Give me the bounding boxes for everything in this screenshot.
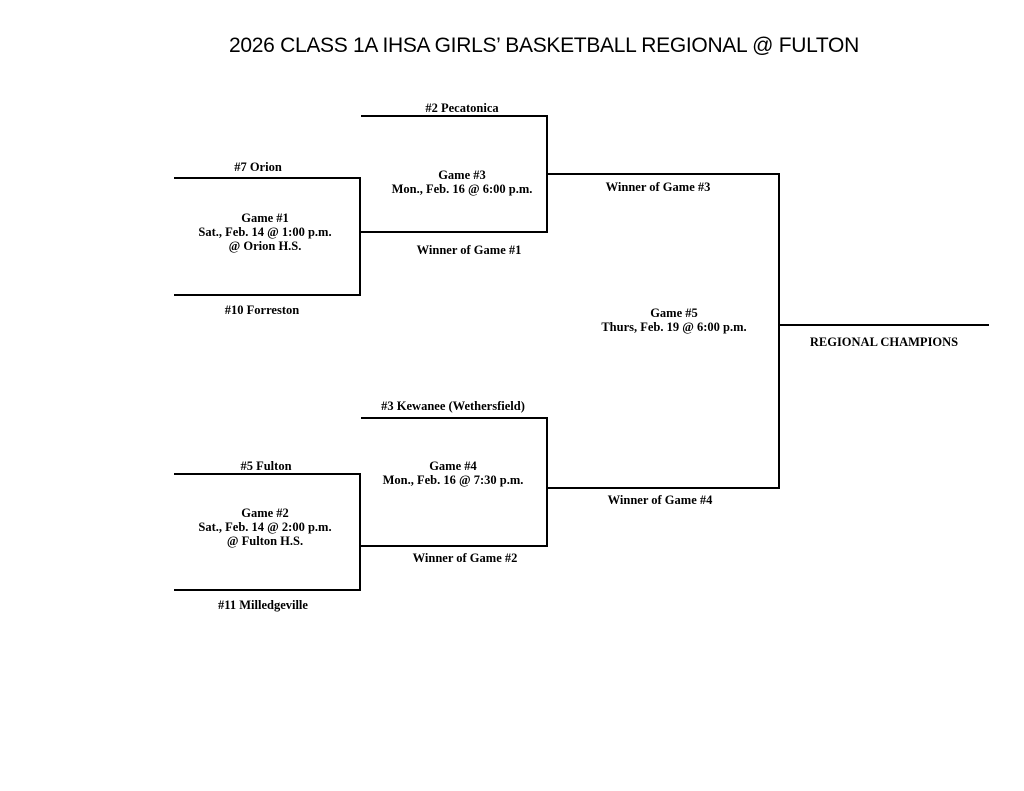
game-info-game2: Game #2 Sat., Feb. 14 @ 2:00 p.m. @ Fult… [198,506,331,548]
winner-label-game2: Winner of Game #2 [412,551,518,565]
winner-label-game3: Winner of Game #3 [605,180,711,194]
game-info-game1: Game #1 Sat., Feb. 14 @ 1:00 p.m. @ Orio… [198,211,331,253]
bracket-line-winner-game4 [546,487,779,489]
page-title: 2026 CLASS 1A IHSA GIRLS’ BASKETBALL REG… [229,34,859,57]
team-label-milledgeville: #11 Milledgeville [218,598,308,612]
team-label-pecatonica: #2 Pecatonica [425,101,499,115]
bracket-line-pecatonica [361,115,547,117]
bracket-connector-game4 [546,417,548,547]
game-date: Sat., Feb. 14 @ 1:00 p.m. [198,225,332,239]
champion-label: REGIONAL CHAMPIONS [809,335,959,349]
game-info-game5: Game #5 Thurs, Feb. 19 @ 6:00 p.m. [601,306,746,334]
game-info-game4: Game #4 Mon., Feb. 16 @ 7:30 p.m. [383,459,524,487]
game-date: Sat., Feb. 14 @ 2:00 p.m. [198,520,332,534]
team-label-forreston: #10 Forreston [224,303,300,317]
game-name: Game #2 [241,506,289,520]
game-name: Game #4 [429,459,477,473]
game-site: @ Fulton H.S. [226,534,304,548]
game-date: Mon., Feb. 16 @ 6:00 p.m. [391,182,533,196]
winner-label-game4: Winner of Game #4 [607,493,713,507]
bracket-line-forreston [174,294,360,296]
bracket-line-champion [778,324,989,326]
game-info-game3: Game #3 Mon., Feb. 16 @ 6:00 p.m. [392,168,533,196]
game-name: Game #1 [241,211,289,225]
bracket-line-fulton [174,473,360,475]
game-site: @ Orion H.S. [228,239,302,253]
team-label-kewanee: #3 Kewanee (Wethersfield) [381,399,525,413]
game-name: Game #3 [438,168,486,182]
bracket-line-winner-game2 [359,545,547,547]
team-label-orion: #7 Orion [234,160,282,174]
game-date: Thurs, Feb. 19 @ 6:00 p.m. [601,320,747,334]
bracket-line-winner-game3 [546,173,779,175]
bracket-connector-game5 [778,173,780,489]
game-date: Mon., Feb. 16 @ 7:30 p.m. [382,473,524,487]
game-name: Game #5 [650,306,698,320]
bracket-line-kewanee [361,417,547,419]
bracket-connector-game1 [359,177,361,296]
bracket-line-winner-game1 [359,231,547,233]
bracket-line-milledgeville [174,589,360,591]
team-label-fulton: #5 Fulton [240,459,292,473]
winner-label-game1: Winner of Game #1 [416,243,522,257]
bracket-connector-game2 [359,473,361,591]
bracket-line-orion [174,177,360,179]
